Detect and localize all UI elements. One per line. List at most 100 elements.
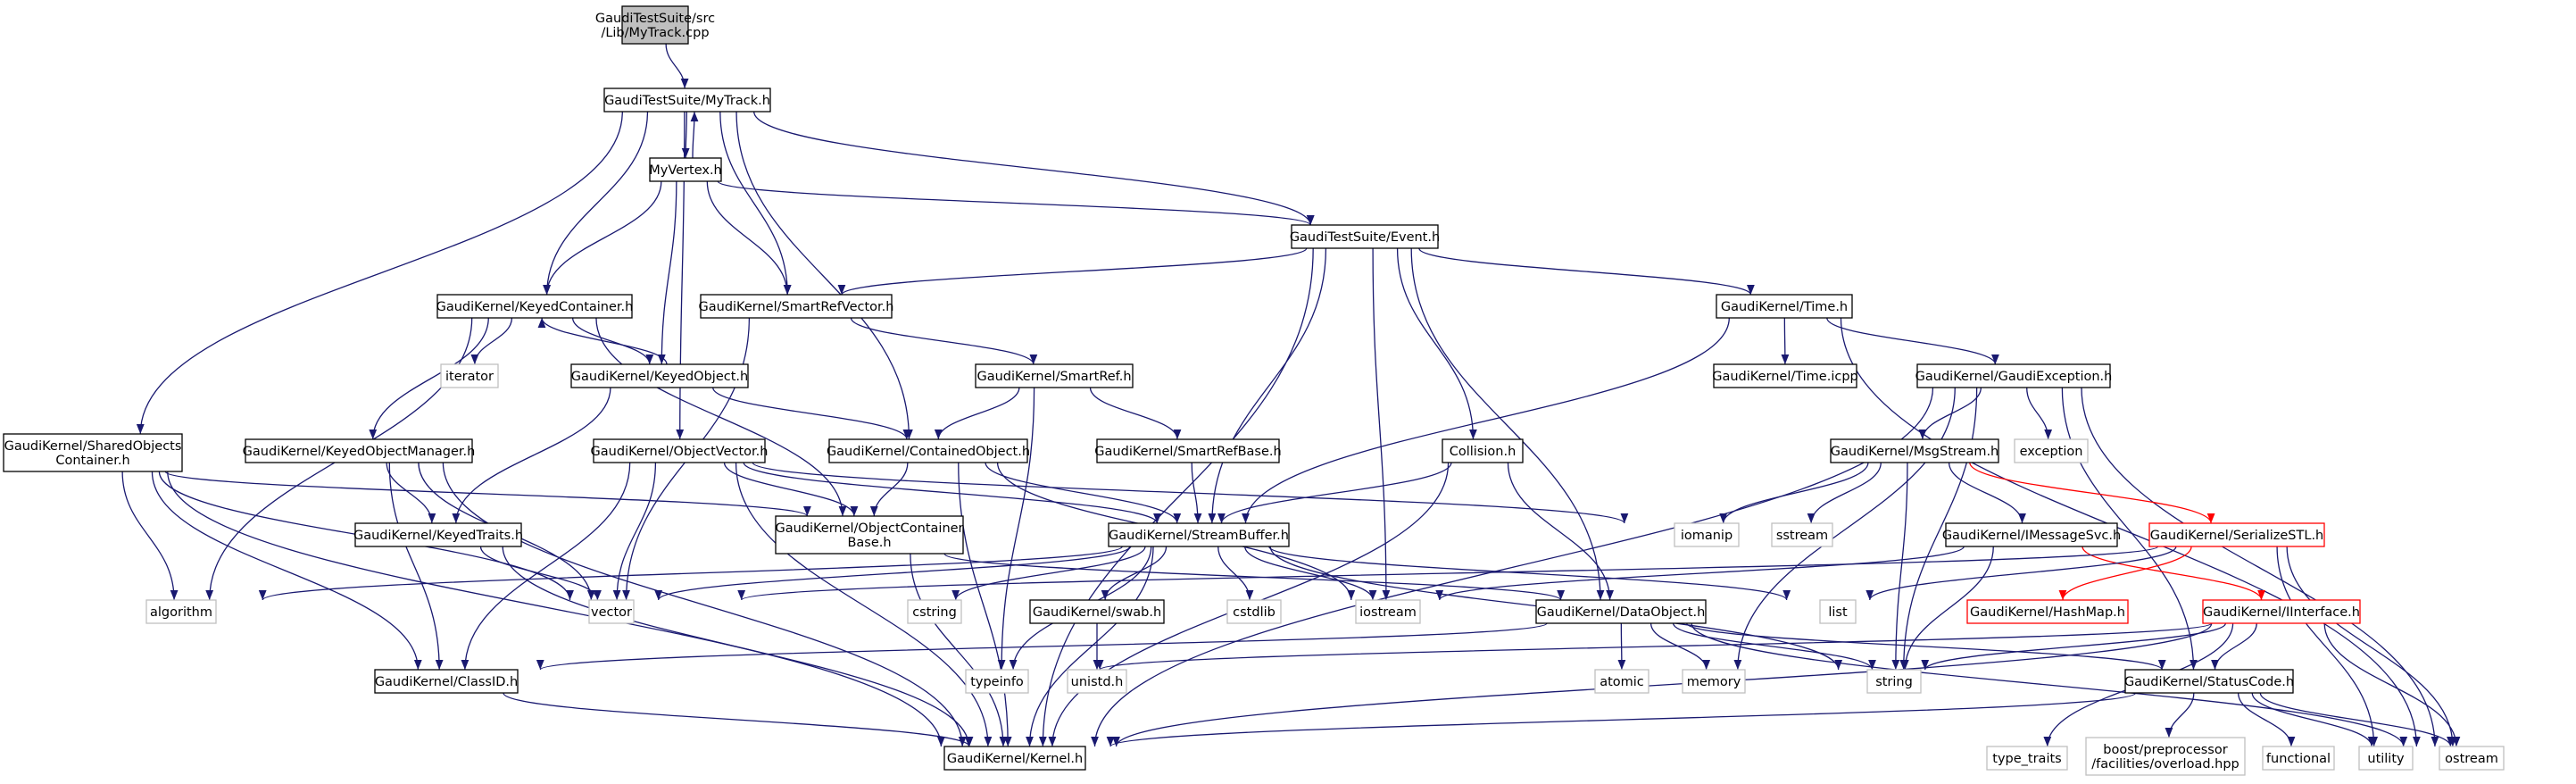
node-objectvector[interactable]: GaudiKernel/ObjectVector.h: [591, 438, 769, 463]
node-box: [593, 438, 766, 463]
node-mytrack[interactable]: GaudiTestSuite/MyTrack.h: [603, 88, 771, 113]
node-label: ostream: [2445, 752, 2498, 766]
edge-path: [164, 471, 811, 517]
node-statuscode[interactable]: GaudiKernel/StatusCode.h: [2124, 669, 2294, 694]
node-unistd: unistd.h: [1067, 669, 1127, 694]
node-label: GaudiKernel/SmartRefVector.h: [699, 300, 894, 314]
edges-layer: [121, 43, 2461, 747]
node-keyedobject[interactable]: GaudiKernel/KeyedObject.h: [570, 363, 749, 388]
edge-path: [136, 111, 623, 435]
edge-path: [1672, 622, 1876, 671]
node-timeicpp[interactable]: GaudiKernel/Time.icpp: [1712, 363, 1858, 388]
node-box: [1682, 669, 1746, 694]
edge-path: [503, 692, 974, 747]
node-hashmap[interactable]: GaudiKernel/HashMap.h: [1966, 599, 2129, 624]
node-collision[interactable]: Collision.h: [1442, 438, 1524, 463]
node-box: [1866, 669, 1922, 694]
node-time[interactable]: GaudiKernel/Time.h: [1716, 294, 1853, 319]
edge-path: [943, 553, 1565, 601]
node-label: unistd.h: [1071, 675, 1124, 689]
node-memory: memory: [1682, 669, 1746, 694]
edge-path: [1899, 387, 1978, 671]
edge-streambuffer-to-kernel: [1026, 546, 1154, 747]
node-serializestl[interactable]: GaudiKernel/SerializeSTL.h: [2148, 522, 2325, 547]
edge-path: [1826, 317, 1999, 365]
node-smartrefbase[interactable]: GaudiKernel/SmartRefBase.h: [1094, 438, 1282, 463]
node-box: [2202, 599, 2361, 624]
node-label: /Lib/MyTrack.cpp: [601, 26, 709, 40]
node-box: [965, 669, 1029, 694]
node-dataobject[interactable]: GaudiKernel/DataObject.h: [1535, 599, 1707, 624]
node-keyedcontainer[interactable]: GaudiKernel/KeyedContainer.h: [436, 294, 634, 319]
node-box: [649, 157, 722, 182]
node-gaudiexception[interactable]: GaudiKernel/GaudiException.h: [1915, 363, 2113, 388]
edge-path: [2286, 546, 2457, 747]
edge-path: [2061, 387, 2198, 671]
node-msgstream[interactable]: GaudiKernel/MsgStream.h: [1830, 438, 1999, 463]
edge-path: [369, 317, 489, 440]
edge-path: [869, 462, 909, 517]
node-label: /facilities/overload.hpp: [2091, 757, 2239, 771]
edge-mytrack-to-event: [753, 111, 1315, 226]
node-iinterface[interactable]: GaudiKernel/IInterface.h: [2202, 599, 2361, 624]
node-box: [570, 363, 749, 388]
node-iomanip: iomanip: [1674, 522, 1740, 547]
edge-path: [2276, 546, 2379, 747]
node-box: [1096, 438, 1280, 463]
node-keyedobjectmanager[interactable]: GaudiKernel/KeyedObjectManager.h: [243, 438, 476, 463]
node-streambuffer[interactable]: GaudiKernel/StreamBuffer.h: [1108, 522, 1290, 547]
edge-event-to-kernel: [1038, 247, 1314, 747]
edge-path: [743, 462, 1161, 524]
node-smartref[interactable]: GaudiKernel/SmartRef.h: [975, 363, 1134, 388]
edge-path: [1948, 462, 2026, 524]
edge-path: [2058, 546, 2192, 601]
node-utility: utility: [2358, 746, 2414, 771]
node-box: [775, 515, 964, 555]
node-swab[interactable]: GaudiKernel/swab.h: [1029, 599, 1165, 624]
node-label: iomanip: [1681, 529, 1733, 543]
node-myvertex[interactable]: MyVertex.h: [649, 157, 722, 182]
node-containedobject[interactable]: GaudiKernel/ContainedObject.h: [827, 438, 1030, 463]
edge-sharedobjects-to-algorithm: [121, 471, 179, 601]
edge-time-to-ostream: [1840, 317, 2421, 747]
node-atomic: atomic: [1594, 669, 1649, 694]
edge-mytrack-to-containedobject: [735, 111, 913, 440]
node-box: [1029, 599, 1165, 624]
edge-path: [470, 317, 513, 365]
node-box: [1067, 669, 1127, 694]
node-label: GaudiKernel/Time.icpp: [1712, 370, 1858, 384]
node-smartrefvector[interactable]: GaudiKernel/SmartRefVector.h: [699, 294, 894, 319]
node-ostream: ostream: [2439, 746, 2505, 771]
node-box: [621, 5, 689, 45]
edge-classid-to-kernel: [503, 692, 974, 747]
node-typeinfo: typeinfo: [965, 669, 1029, 694]
node-imessagesvc[interactable]: GaudiKernel/IMessageSvc.h: [1942, 522, 2121, 547]
node-box: [1442, 438, 1524, 463]
edge-statuscode-to-functional: [2237, 692, 2296, 747]
edge-streambuffer-to-vector: [654, 546, 1131, 601]
node-box: [436, 294, 633, 319]
edge-path: [612, 462, 657, 601]
edge-streambuffer-to-swab: [1101, 546, 1168, 601]
edge-myvertex-to-keyedcontainer: [543, 180, 662, 296]
edge-path: [2026, 387, 2053, 440]
node-box: [440, 363, 499, 388]
node-event[interactable]: GaudiTestSuite/Event.h: [1290, 224, 1440, 249]
edge-mytrack-to-sharedobjects: [136, 111, 623, 435]
node-boostoverload: boost/preprocessor/facilities/overload.h…: [2085, 737, 2246, 776]
node-classid[interactable]: GaudiKernel/ClassID.h: [374, 669, 519, 694]
edge-dataobject-to-string: [1672, 622, 1876, 671]
edge-path: [259, 546, 1123, 601]
node-cstring: cstring: [907, 599, 962, 624]
node-keyedtraits[interactable]: GaudiKernel/KeyedTraits.h: [353, 522, 523, 547]
edge-msgstream-to-iomanip: [1719, 462, 1869, 524]
edge-path: [934, 387, 1020, 440]
node-kernel[interactable]: GaudiKernel/Kernel.h: [943, 746, 1086, 771]
node-box: [1771, 522, 1833, 547]
edge-keyedobject-to-keyedcontainer: [537, 317, 668, 365]
edge-dataobject-to-ostream: [1691, 622, 2408, 747]
node-label: functional: [2266, 752, 2331, 766]
edge-keyedcontainer-to-iterator: [470, 317, 513, 365]
